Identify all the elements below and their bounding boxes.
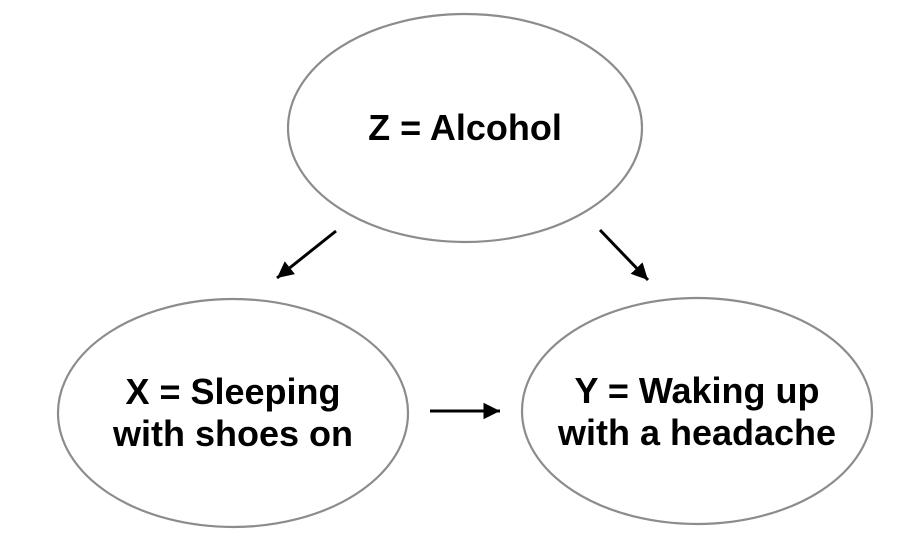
edge-arrow-z-to-x — [276, 229, 337, 280]
edge-arrow-z-to-y — [598, 228, 650, 282]
node-ellipse-y — [520, 296, 874, 526]
node-ellipse-z — [286, 12, 644, 244]
node-ellipse-x — [56, 297, 410, 529]
